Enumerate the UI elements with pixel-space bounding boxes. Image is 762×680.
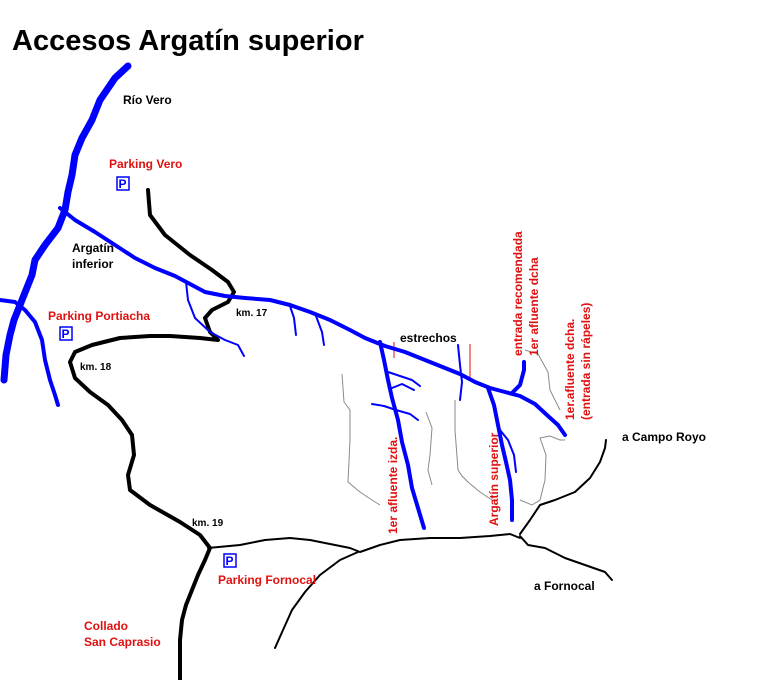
map-labels: Río Vero Parking Vero Argatín inferior P…: [48, 93, 706, 649]
rivers: [0, 62, 567, 530]
izda-branch-a: [387, 371, 421, 387]
parking-portiacha-icon: P: [59, 326, 73, 341]
label-afluente-dcha-1: 1er.afluente dcha.: [563, 319, 577, 420]
label-estrechos: estrechos: [400, 331, 457, 345]
label-argatin-inferior-1: Argatín: [72, 241, 114, 255]
izda-branch-c: [371, 403, 419, 421]
primer-afluente-izda-river: [378, 340, 426, 530]
argatin-superior-river: [486, 386, 514, 522]
label-km18: km. 18: [80, 362, 112, 373]
map-title: Accesos Argatín superior: [12, 25, 364, 57]
road-to-fornocal: [519, 535, 613, 581]
label-a-campo-royo: a Campo Royo: [622, 430, 706, 444]
label-collado-1: Collado: [84, 619, 128, 633]
label-parking-vero: Parking Vero: [109, 157, 182, 171]
trail-left-loop: [341, 373, 381, 506]
stream-branch-2: [289, 305, 297, 336]
road-fornocal-east: [207, 533, 521, 553]
entrada-recomendada-stream: [510, 360, 526, 395]
label-km19: km. 19: [192, 518, 224, 529]
road-branch-south: [274, 551, 359, 649]
svg-text:P: P: [226, 554, 234, 568]
label-argatin-superior: Argatín superior: [487, 432, 501, 526]
label-collado-2: San Caprasio: [84, 635, 161, 649]
superior-branch: [499, 429, 517, 473]
izda-branch-b: [391, 383, 415, 391]
parking-fornocal-icon: P: [223, 553, 237, 568]
label-rio-vero: Río Vero: [123, 93, 172, 107]
trail-upper-right: [524, 349, 561, 411]
label-parking-portiacha: Parking Portiacha: [48, 309, 150, 323]
label-entrada-recomendada-2: 1er afluente dcha: [527, 257, 541, 356]
label-primer-afluente-izda: 1er afluente izda.: [386, 437, 400, 534]
portiacha-stream: [0, 298, 60, 407]
argatin-river: [58, 206, 567, 437]
parking-vero-icon: P: [116, 176, 130, 191]
estrechos-stream: [457, 344, 463, 401]
svg-text:P: P: [62, 327, 70, 341]
trails: [341, 349, 565, 506]
label-km17: km. 17: [236, 308, 268, 319]
label-parking-fornocal: Parking Fornocal: [218, 573, 316, 587]
road-to-campo-royo: [519, 439, 607, 535]
trail-middle-left: [425, 411, 433, 486]
roads: [68, 188, 613, 680]
trail-to-superior: [519, 435, 565, 506]
main-road: [68, 188, 236, 680]
label-a-fornocal: a Fornocal: [534, 579, 595, 593]
stream-branch-3: [315, 315, 325, 346]
label-argatin-inferior-2: inferior: [72, 257, 114, 271]
label-entrada-recomendada-1: entrada recomendada: [511, 231, 525, 356]
svg-text:P: P: [119, 177, 127, 191]
rio-vero-river: [0, 62, 132, 384]
label-afluente-dcha-2: (entrada sin rápeles): [579, 303, 593, 420]
trail-middle: [454, 400, 493, 501]
stream-branch-1: [185, 281, 245, 357]
